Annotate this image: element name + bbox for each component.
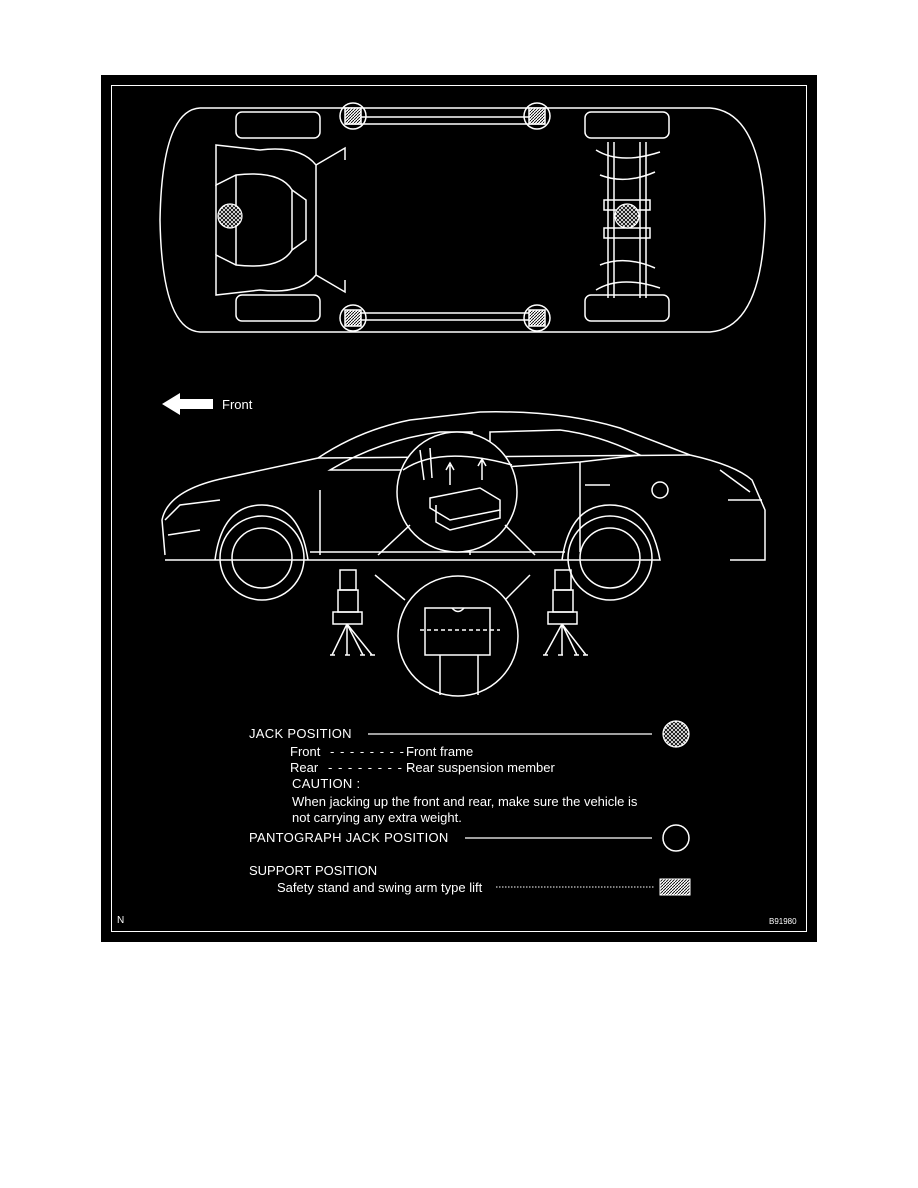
jack-rear-label: Rear bbox=[290, 760, 319, 775]
support-points-top bbox=[339, 102, 551, 332]
wheel-rear-left bbox=[584, 111, 670, 139]
wheel-rear-right bbox=[584, 294, 670, 322]
upper-detail-callout bbox=[377, 431, 536, 556]
car-body-side bbox=[161, 411, 766, 561]
rear-suspension-member bbox=[607, 142, 647, 298]
figure-code: B91980 bbox=[769, 917, 797, 926]
underbody-top-view bbox=[159, 107, 766, 333]
support-position-item: Safety stand and swing arm type lift bbox=[277, 880, 483, 895]
jack-rear-value: Rear suspension member bbox=[406, 760, 555, 775]
car-outline-top-view bbox=[159, 107, 766, 333]
jack-front-value: Front frame bbox=[406, 744, 474, 759]
caution-line-1: When jacking up the front and rear, make… bbox=[292, 794, 638, 809]
front-wheel-side bbox=[219, 515, 305, 601]
pantograph-jack-title: PANTOGRAPH JACK POSITION bbox=[249, 830, 449, 845]
wheel-front-right bbox=[235, 294, 321, 322]
caution-title: CAUTION : bbox=[292, 776, 361, 791]
safety-stands bbox=[330, 569, 588, 656]
support-position-title: SUPPORT POSITION bbox=[249, 863, 378, 878]
corner-letter: N bbox=[117, 915, 125, 926]
front-arrow-icon bbox=[162, 393, 213, 415]
caution-line-2: not carrying any extra weight. bbox=[292, 810, 462, 825]
jack-position-symbol bbox=[662, 720, 690, 748]
jack-points-top bbox=[217, 203, 640, 229]
jack-rear-leader: - - - - - - - - - bbox=[328, 760, 413, 775]
wheel-front-left bbox=[235, 111, 321, 139]
rear-wheel-side bbox=[567, 515, 653, 601]
diagram-border bbox=[111, 85, 807, 932]
jack-position-title: JACK POSITION bbox=[249, 726, 352, 741]
jack-front-label: Front bbox=[290, 744, 321, 759]
front-direction-label: Front bbox=[222, 397, 253, 412]
lower-detail-callout bbox=[374, 574, 531, 697]
support-symbol bbox=[659, 878, 691, 896]
jack-front-leader: - - - - - - - - - bbox=[330, 744, 415, 759]
pantograph-symbol bbox=[662, 824, 690, 852]
